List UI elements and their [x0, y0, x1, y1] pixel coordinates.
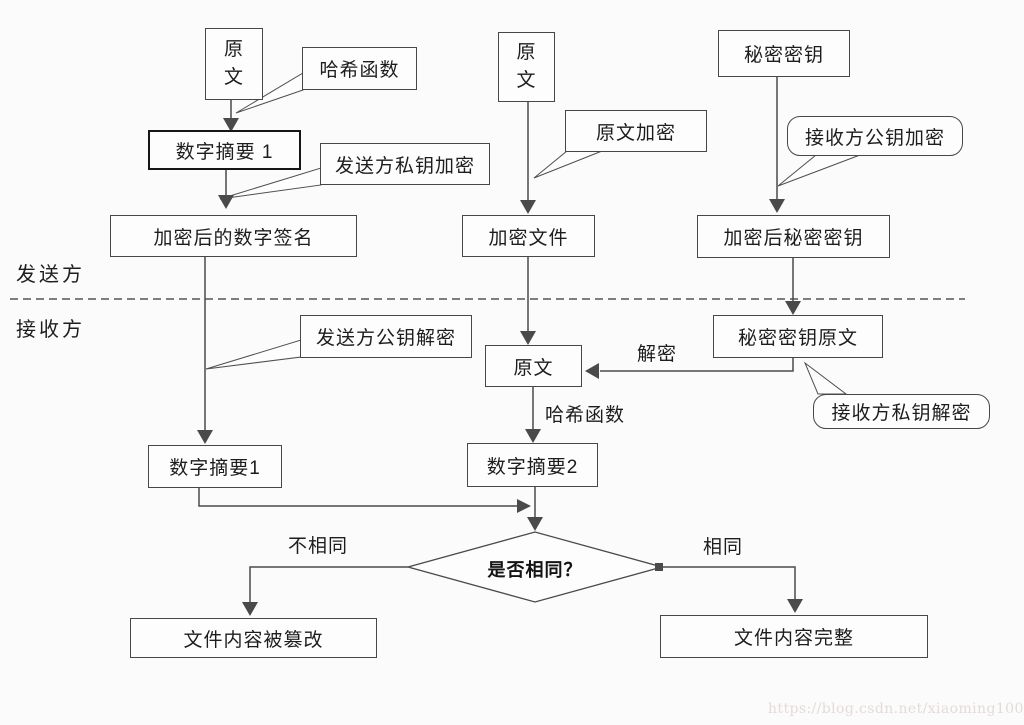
connector-digest2-to-decision	[527, 487, 543, 531]
connector-digest1-to-signature	[218, 170, 234, 209]
callout-label: 发送方公钥解密	[315, 328, 456, 349]
callout-tail-sender-private-encrypt	[219, 167, 322, 200]
node-file-intact: 文件内容完整	[660, 615, 928, 658]
callout-label: 接收方私钥解密	[831, 403, 972, 424]
node-label: 文件内容完整	[733, 628, 854, 649]
connector-decrypt-secret-key-to-original	[585, 358, 794, 379]
node-label: 文件内容被篡改	[183, 629, 324, 651]
callout-tail-receiver-private-decrypt	[803, 361, 848, 395]
callout-label: 接收方公钥加密	[804, 127, 945, 149]
node-label: 数字摘要 1	[175, 141, 274, 163]
decision-label: 是否相同？	[487, 560, 583, 580]
diamond-handle-dot	[655, 563, 663, 571]
callout-original-text-encrypt: 原文加密	[565, 110, 707, 152]
callout-receiver-public-key-encrypt: 接收方公钥加密	[787, 116, 963, 156]
connector-decision-to-tampered	[242, 566, 408, 616]
label-hash-function: 哈希函数	[545, 405, 626, 426]
zone-label-sender: 发送方	[16, 264, 85, 286]
node-label: 数字摘要1	[169, 458, 261, 479]
connector-encrypted-file-to-original-receiver	[520, 257, 536, 345]
node-label: 加密后秘密密钥	[723, 228, 864, 249]
node-secret-key-original: 秘密密钥原文	[713, 315, 883, 358]
node-digest1-sender: 数字摘要 1	[148, 130, 301, 170]
node-secret-key: 秘密密钥	[718, 30, 850, 77]
callout-hash-function: 哈希函数	[302, 47, 417, 90]
connector-signature-to-digest1-receiver	[197, 257, 213, 444]
connector-digest1-receiver-to-junction	[198, 488, 531, 513]
label-same: 相同	[703, 537, 744, 558]
node-digest2: 数字摘要2	[467, 443, 598, 487]
node-encrypted-secret-key: 加密后秘密密钥	[697, 215, 890, 258]
connector-encrypted-secret-key-to-secret-key-original	[785, 258, 801, 315]
callout-sender-public-key-decrypt: 发送方公钥解密	[300, 315, 472, 358]
node-label: 数字摘要2	[486, 456, 579, 478]
watermark-url: https://blog.csdn.net/xiaoming100001	[768, 701, 1024, 717]
callout-tail-original-encrypt	[533, 150, 603, 179]
node-label: 原文	[513, 357, 554, 379]
node-label: 加密文件	[488, 227, 569, 249]
node-label: 加密后的数字签名	[153, 227, 314, 249]
connector-decision-to-intact	[662, 566, 803, 613]
connector-original-receiver-to-digest2	[525, 387, 541, 443]
label-decrypt: 解密	[637, 344, 678, 365]
connector-original-to-digest1	[223, 100, 239, 132]
connector-secret-key-to-encrypted-secret-key	[769, 77, 785, 213]
zone-label-receiver: 接收方	[16, 319, 85, 341]
callout-receiver-private-key-decrypt: 接收方私钥解密	[813, 394, 990, 429]
connector-original-mid-to-encrypted-file	[520, 102, 536, 214]
callout-sender-private-key-encrypt: 发送方私钥加密	[320, 143, 490, 185]
node-original-text-sender: 原文	[205, 28, 263, 100]
callout-tail-sender-public-decrypt	[205, 339, 302, 370]
node-encrypted-digital-signature: 加密后的数字签名	[110, 215, 357, 257]
node-label: 原文	[223, 38, 244, 89]
callout-label: 哈希函数	[319, 60, 400, 81]
node-label: 秘密密钥	[743, 45, 824, 66]
node-label: 原文	[516, 41, 537, 92]
node-label: 秘密密钥原文	[737, 328, 858, 349]
node-file-tampered: 文件内容被篡改	[130, 618, 377, 658]
node-original-text-receiver: 原文	[485, 345, 582, 387]
node-encrypted-file: 加密文件	[462, 215, 595, 257]
node-original-text-mid: 原文	[498, 32, 555, 102]
node-digest1-receiver: 数字摘要1	[148, 445, 282, 488]
callout-label: 发送方私钥加密	[334, 155, 475, 177]
callout-label: 原文加密	[595, 122, 676, 144]
callout-tail-receiver-public-encrypt	[777, 154, 861, 187]
label-not-same: 不相同	[288, 536, 349, 557]
